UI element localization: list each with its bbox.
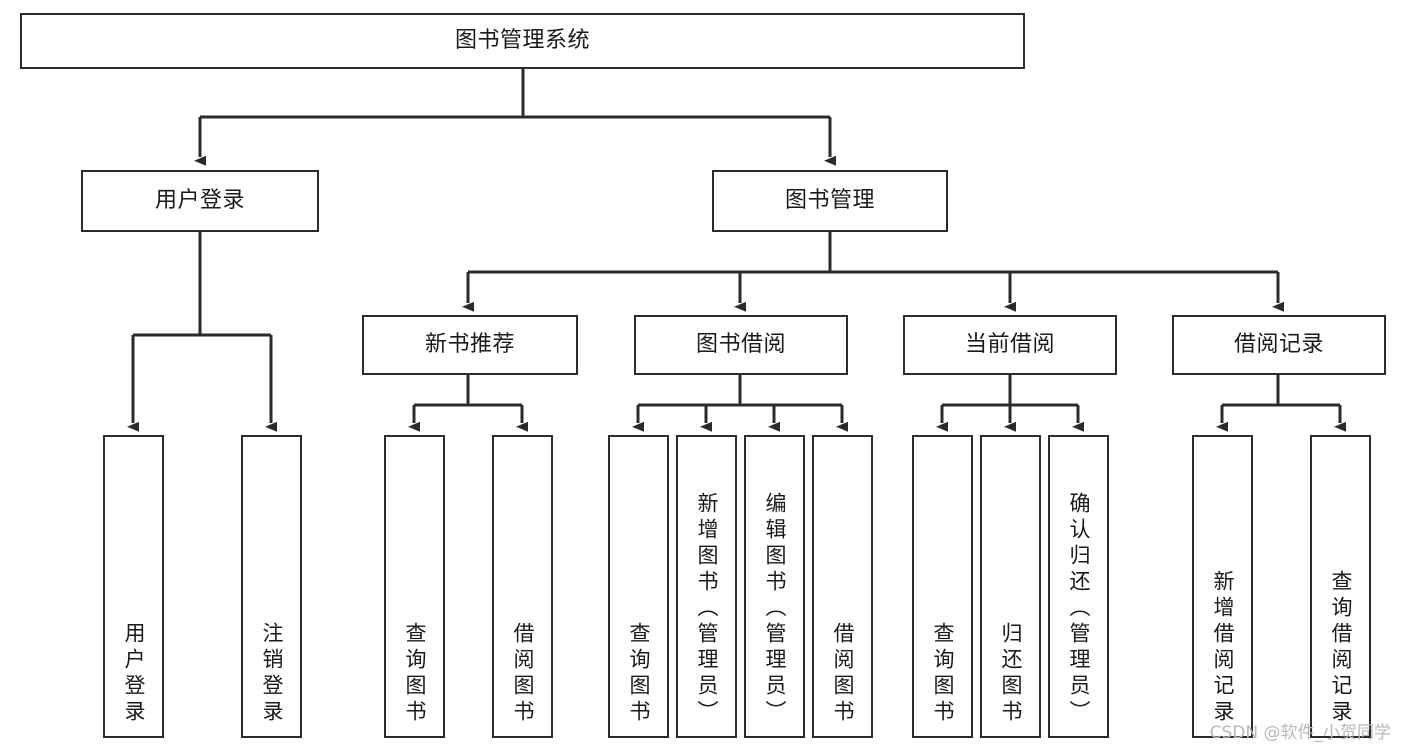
leaf-label: 借阅图书 (511, 622, 535, 726)
node-label: 当前借阅 (964, 331, 1055, 357)
csdn-watermark: CSDN @软件_小贺同学 (1209, 723, 1391, 743)
node-borrowing-records[interactable]: 借阅记录 (1172, 315, 1386, 375)
leaf-records-query-record[interactable]: 查询借阅记录 (1310, 435, 1371, 738)
leaf-label: 查询图书 (627, 622, 651, 726)
leaf-label: 借阅图书 (831, 622, 855, 726)
leaf-label: 查询图书 (403, 622, 427, 726)
leaf-label: 编辑图书（管理员） (763, 492, 787, 726)
leaf-current-return-books[interactable]: 归还图书 (980, 435, 1041, 738)
node-book-borrowing[interactable]: 图书借阅 (634, 315, 848, 375)
node-label: 新书推荐 (424, 331, 515, 357)
leaf-borrow-query-books[interactable]: 查询图书 (608, 435, 669, 738)
node-root-book-management-system[interactable]: 图书管理系统 (20, 13, 1025, 69)
leaf-current-confirm-return-admin[interactable]: 确认归还（管理员） (1048, 435, 1109, 738)
leaf-user-login-signout[interactable]: 注销登录 (241, 435, 302, 738)
leaf-borrow-edit-book-admin[interactable]: 编辑图书（管理员） (744, 435, 805, 738)
leaf-label: 查询图书 (931, 622, 955, 726)
leaf-label: 新增图书（管理员） (695, 492, 719, 726)
leaf-label: 查询借阅记录 (1329, 570, 1353, 726)
leaf-new-book-query-books[interactable]: 查询图书 (384, 435, 445, 738)
node-current-borrowing[interactable]: 当前借阅 (903, 315, 1117, 375)
leaf-label: 归还图书 (999, 622, 1023, 726)
node-label: 用户登录 (154, 187, 245, 213)
leaf-records-add-record[interactable]: 新增借阅记录 (1192, 435, 1253, 738)
leaf-label: 新增借阅记录 (1211, 570, 1235, 726)
node-label: 图书借阅 (695, 331, 786, 357)
leaf-label: 注销登录 (260, 622, 284, 726)
node-label: 图书管理系统 (454, 27, 590, 53)
node-label: 借阅记录 (1233, 331, 1324, 357)
leaf-borrow-borrow-books[interactable]: 借阅图书 (812, 435, 873, 738)
node-book-management[interactable]: 图书管理 (712, 170, 948, 232)
leaf-label: 用户登录 (122, 622, 146, 726)
node-user-login[interactable]: 用户登录 (81, 170, 319, 232)
node-label: 图书管理 (784, 187, 875, 213)
leaf-current-query-books[interactable]: 查询图书 (912, 435, 973, 738)
leaf-user-login-signin[interactable]: 用户登录 (103, 435, 164, 738)
node-new-book-recommendation[interactable]: 新书推荐 (362, 315, 578, 375)
leaf-label: 确认归还（管理员） (1067, 492, 1091, 726)
leaf-borrow-add-book-admin[interactable]: 新增图书（管理员） (676, 435, 737, 738)
leaf-new-book-borrow-books[interactable]: 借阅图书 (492, 435, 553, 738)
